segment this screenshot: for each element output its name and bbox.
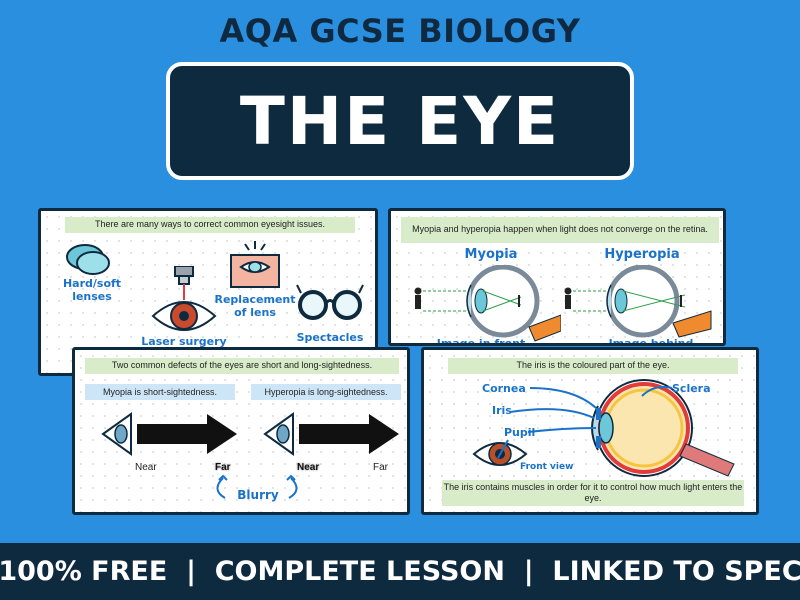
slide-heading: Two common defects of the eyes are short… (85, 358, 399, 374)
image-behind-label: Image behind (608, 337, 694, 346)
slide-heading: Myopia and hyperopia happen when light d… (401, 217, 719, 243)
replacement-label: Replacement of lens (214, 293, 296, 320)
image-in-front-label: Image in front (436, 337, 526, 346)
slide-myopia-hyperopia: Myopia and hyperopia happen when light d… (388, 208, 726, 346)
slide-iris: The iris is the coloured part of the eye… (421, 347, 759, 515)
sclera-pointer (641, 386, 673, 397)
myopia-eye-arrow (101, 412, 237, 456)
lenses-label: Hard/soft lenses (62, 277, 122, 304)
course-subtitle: AQA GCSE BIOLOGY (219, 12, 581, 50)
myopia-definition: Myopia is short-sightedness. (85, 384, 235, 400)
contact-lens-icon (66, 244, 110, 275)
hyperopia-title: Hyperopia (604, 247, 680, 262)
slide-heading: There are many ways to correct common ey… (65, 217, 355, 233)
hyperopia-eye-arrow (263, 412, 399, 456)
footer-banner: 100% FREE | COMPLETE LESSON | LINKED TO … (0, 543, 800, 600)
title-banner: THE EYE (166, 62, 634, 180)
blurry-arrows (216, 474, 298, 499)
slide-heading: The iris is the coloured part of the eye… (448, 358, 738, 374)
pupil-label: Pupil (504, 426, 536, 439)
slide-sightedness: Two common defects of the eyes are short… (72, 347, 410, 515)
hyperopia-far-label: Far (373, 462, 388, 473)
sclera-label: Sclera (672, 382, 711, 395)
spectacles-label: Spectacles (296, 331, 364, 344)
cornea-label: Cornea (482, 382, 526, 395)
lens-replacement-icon (230, 241, 280, 288)
myopia-far-label: Far (215, 462, 231, 473)
hyperopia-near-label: Near (297, 462, 320, 473)
myopia-title: Myopia (464, 247, 518, 262)
footer-text: 100% FREE | COMPLETE LESSON | LINKED TO … (0, 556, 800, 587)
hyperopia-definition: Hyperopia is long-sightedness. (251, 384, 401, 400)
spectacles-icon (296, 284, 364, 320)
laser-label: Laser surgery (141, 335, 227, 348)
myopia-near-label: Near (135, 462, 157, 473)
pointer-lines (497, 387, 597, 459)
laser-eye-icon (151, 266, 217, 331)
page-title: THE EYE (239, 82, 561, 160)
iris-muscles-note: The iris contains muscles in order for i… (442, 480, 744, 506)
slide-correction-methods: There are many ways to correct common ey… (38, 208, 378, 376)
myopia-eye-diagram (414, 265, 561, 342)
hyperopia-eye-diagram (564, 265, 712, 338)
iris-label: Iris (492, 404, 512, 417)
front-view-label: Front view (520, 462, 574, 472)
blurry-label: Blurry (237, 488, 279, 502)
